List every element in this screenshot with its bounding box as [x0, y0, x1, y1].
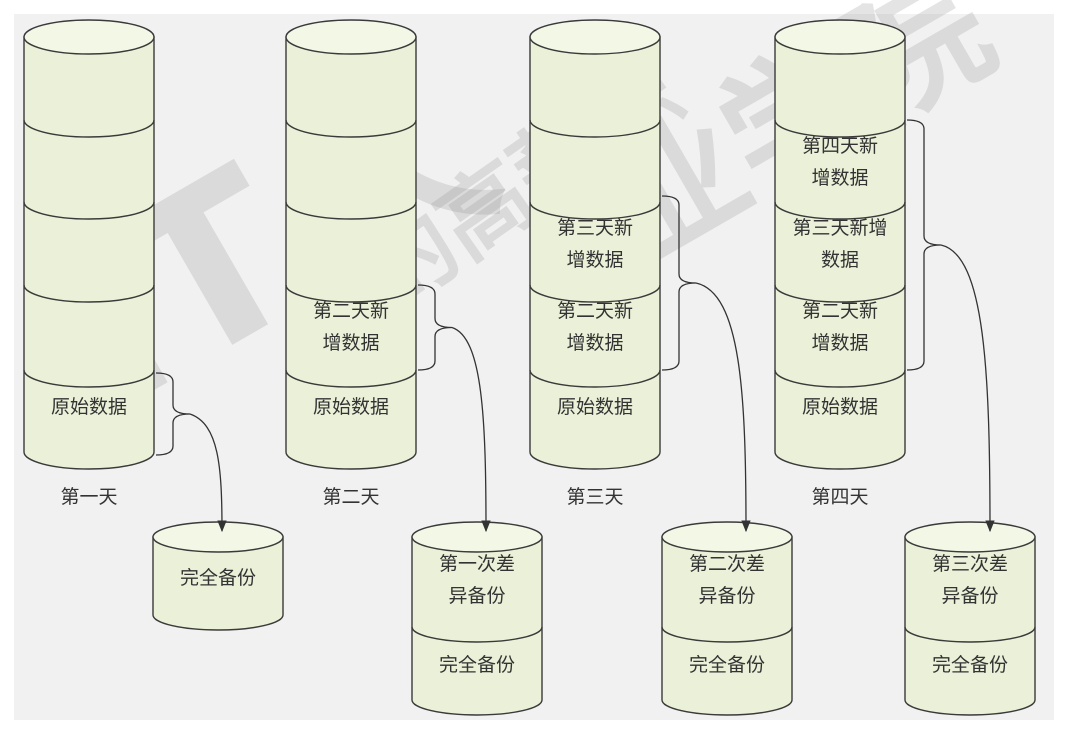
cylinder-body — [285, 36, 417, 470]
segment-divider — [23, 369, 155, 388]
segment-divider — [285, 119, 417, 138]
day-1-storage: 原始数据 — [23, 19, 155, 470]
segment-label: 第四天新 — [802, 135, 878, 157]
cylinder-top — [411, 521, 543, 553]
segment-label: 增数据 — [566, 249, 623, 271]
cylinder-top — [904, 521, 1036, 553]
backup-arrow — [451, 326, 491, 533]
backup-arrow — [940, 244, 995, 533]
segment-divider — [23, 284, 155, 303]
backup-label: 完全备份 — [689, 654, 765, 676]
segment-divider — [529, 201, 661, 220]
day-label: 第二天 — [322, 486, 379, 508]
segment-label: 第二天新 — [313, 300, 389, 322]
cylinder-body — [411, 536, 543, 716]
day-label: 第三天 — [566, 486, 623, 508]
segment-divider — [661, 626, 793, 643]
cylinder-top — [23, 19, 155, 55]
cylinder-body — [904, 536, 1036, 716]
backup-label: 异备份 — [941, 585, 998, 607]
segment-label: 原始数据 — [557, 396, 633, 418]
cylinder-top — [152, 521, 284, 553]
day-label: 第四天 — [811, 486, 868, 508]
segment-divider — [529, 369, 661, 388]
segment-label: 原始数据 — [51, 396, 127, 418]
backup-label: 第三次差 — [932, 553, 1008, 575]
backup-label: 异备份 — [448, 585, 505, 607]
segment-divider — [904, 626, 1036, 643]
segment-divider — [23, 119, 155, 138]
cylinder-top — [529, 19, 661, 55]
segment-divider — [774, 369, 906, 388]
segment-divider — [285, 284, 417, 303]
segment-divider — [285, 201, 417, 220]
backup-label: 完全备份 — [932, 654, 1008, 676]
segment-label: 第三天新 — [557, 217, 633, 239]
segment-label: 原始数据 — [802, 396, 878, 418]
cylinder-top — [285, 19, 417, 55]
backup-arrow — [189, 413, 227, 533]
backup-label: 完全备份 — [439, 654, 515, 676]
segment-label: 原始数据 — [313, 396, 389, 418]
segment-divider — [23, 201, 155, 220]
backup-label: 第一次差 — [439, 553, 515, 575]
cylinder-body — [774, 36, 906, 470]
segment-divider — [529, 284, 661, 303]
segment-divider — [774, 201, 906, 220]
backup-label: 异备份 — [698, 585, 755, 607]
backup-arrow — [695, 282, 751, 533]
segment-label: 增数据 — [811, 167, 868, 189]
cylinder-body — [152, 536, 284, 631]
segment-divider — [285, 369, 417, 388]
segment-divider — [411, 626, 543, 643]
segment-label: 增数据 — [811, 332, 868, 354]
segment-label: 增数据 — [566, 332, 623, 354]
segment-divider — [774, 284, 906, 303]
backup-label: 完全备份 — [180, 567, 256, 589]
segment-label: 增数据 — [322, 332, 379, 354]
cylinder-top — [661, 521, 793, 553]
cylinder-top — [774, 19, 906, 55]
segment-label: 第二天新 — [802, 300, 878, 322]
segment-divider — [774, 119, 906, 138]
segment-label: 第三天新增 — [792, 217, 887, 239]
cylinder-body — [529, 36, 661, 470]
backup-1: 完全备份 — [152, 521, 284, 631]
grouping-brace — [906, 119, 942, 371]
segment-divider — [529, 119, 661, 138]
segment-label: 第二天新 — [557, 300, 633, 322]
cylinder-body — [23, 36, 155, 470]
day-label: 第一天 — [60, 486, 117, 508]
backup-label: 第二次差 — [689, 553, 765, 575]
segment-label: 数据 — [821, 249, 859, 271]
cylinder-body — [661, 536, 793, 716]
